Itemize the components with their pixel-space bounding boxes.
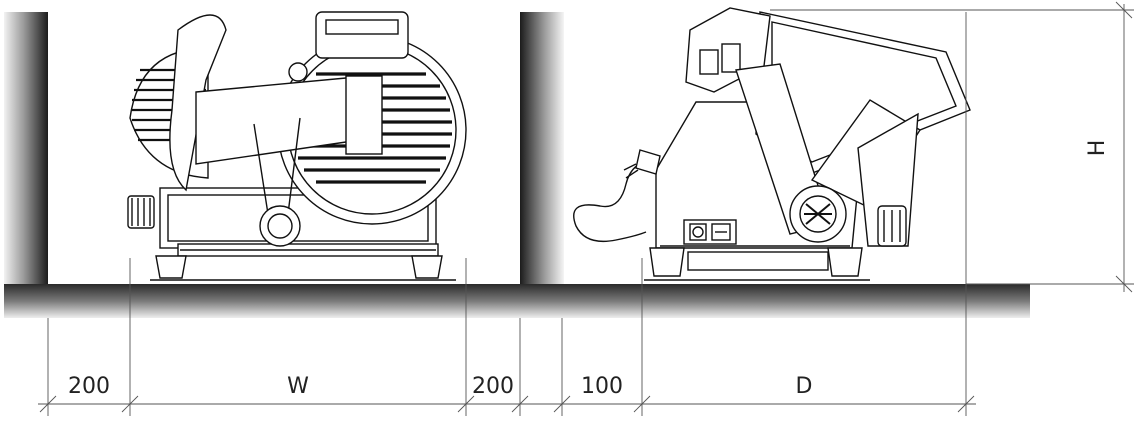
floor — [4, 284, 1030, 318]
label-left-clearance: 200 — [68, 374, 110, 399]
slicer-side-view — [573, 7, 971, 281]
label-height: H — [1085, 140, 1110, 157]
label-width: W — [287, 374, 309, 399]
slicer-front-view — [127, 11, 467, 281]
middle-wall — [520, 12, 564, 284]
label-rear-clearance: 100 — [581, 374, 623, 399]
label-right-clearance: 200 — [472, 374, 514, 399]
label-depth: D — [796, 374, 813, 399]
left-wall — [4, 12, 48, 284]
dimension-lines — [38, 1, 1134, 416]
